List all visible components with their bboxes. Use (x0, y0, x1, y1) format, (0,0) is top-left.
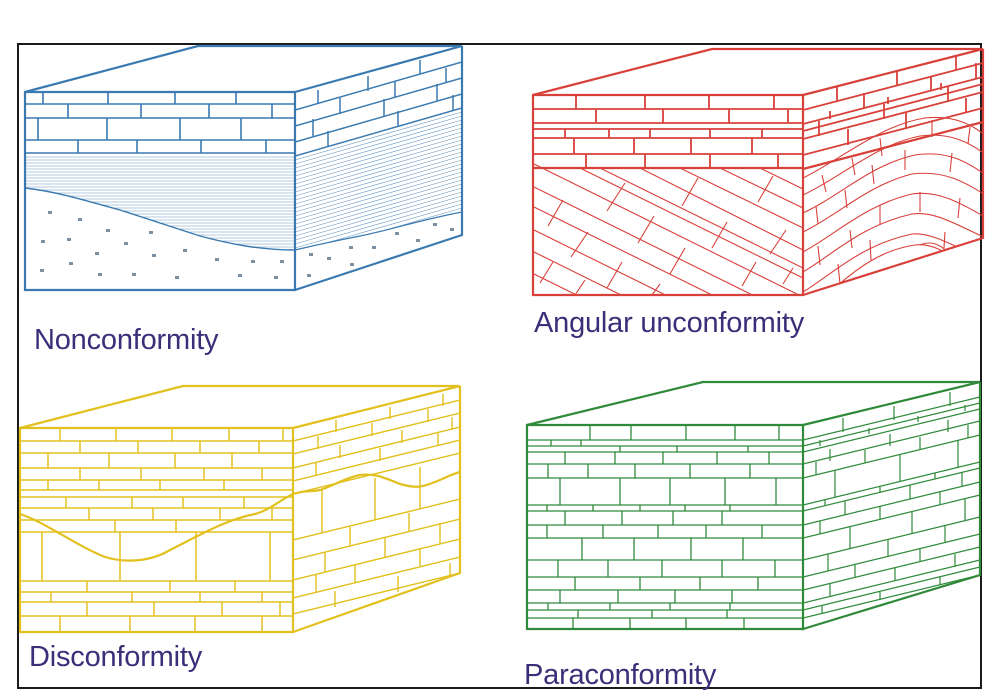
label-nonconformity: Nonconformity (34, 324, 219, 356)
paraconformity-block (525, 380, 982, 631)
label-disconformity: Disconformity (29, 641, 203, 673)
disconformity-block (18, 384, 462, 634)
label-paraconformity: Paraconformity (524, 659, 717, 691)
figure-frame (17, 43, 982, 689)
label-angular-unconformity: Angular unconformity (534, 307, 805, 339)
angular-unconformity-block (531, 47, 985, 297)
nonconformity-block (23, 44, 464, 292)
